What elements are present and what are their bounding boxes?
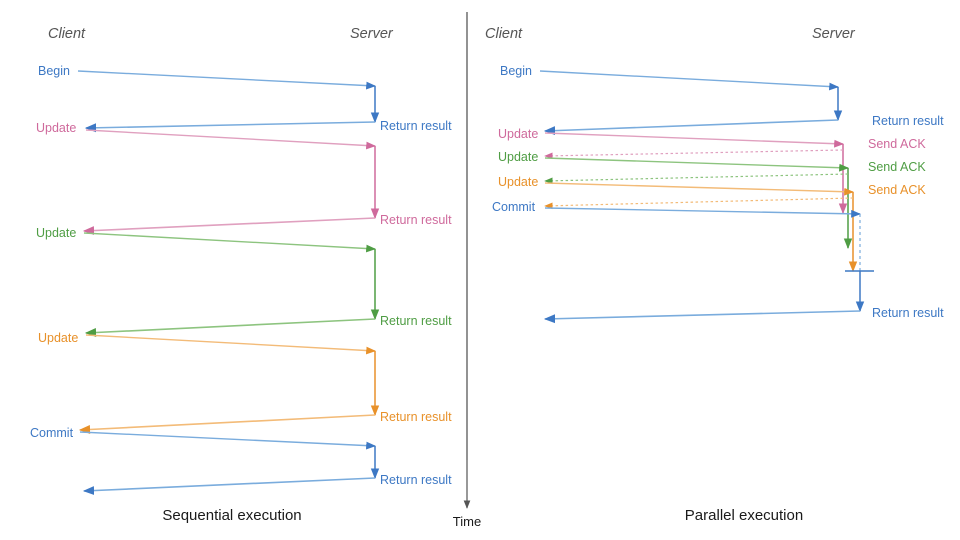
- panel-parallel-client-label-update-1: Update: [498, 127, 538, 141]
- panel-parallel-client-label-begin: Begin: [500, 64, 532, 78]
- panel-parallel-msg-update2-request: [544, 157, 849, 172]
- panel-parallel-msg-commit-reply: [543, 310, 861, 324]
- panel-sequential-msg-update3-reply: [78, 414, 376, 434]
- panel-parallel-server-label-ack-3: Send ACK: [868, 183, 926, 197]
- panel-sequential-msg-update3-request: [85, 334, 376, 355]
- panel-sequential-msg-begin-reply: [84, 121, 376, 133]
- panel-sequential-msg-commit-reply: [82, 477, 376, 496]
- panel-parallel-msg-commit-request: [544, 207, 861, 218]
- panel-parallel-msg-update3-request: [544, 182, 854, 196]
- time-axis-label: Time: [453, 514, 481, 529]
- panel-parallel-client-label-commit: Commit: [492, 200, 536, 214]
- panel-sequential-caption: Sequential execution: [162, 507, 301, 524]
- panel-sequential-msg-update2-reply: [84, 318, 376, 337]
- panel-sequential-server-label-return-1: Return result: [380, 119, 452, 133]
- panel-sequential-client-label-update-1: Update: [36, 121, 76, 135]
- panel-parallel-server-label-ack-2: Send ACK: [868, 160, 926, 174]
- panel-parallel-msg-ack1: [544, 149, 844, 160]
- panel-parallel-server-label-ack-1: Send ACK: [868, 137, 926, 151]
- panel-sequential-msg-commit-request: [79, 431, 376, 450]
- panel-sequential-client-label-update-3: Update: [38, 331, 78, 345]
- panel-sequential-client-label-update-2: Update: [36, 226, 76, 240]
- panel-sequential-server-label-return-5: Return result: [380, 473, 452, 487]
- panel-parallel-msg-ack3: [544, 197, 854, 210]
- panel-parallel-caption: Parallel execution: [685, 507, 803, 524]
- panel-sequential-server-label-return-2: Return result: [380, 213, 452, 227]
- panel-sequential-msg-begin-request: [77, 70, 376, 90]
- panel-sequential-client-header: Client: [48, 26, 86, 42]
- panel-parallel-client-label-update-3: Update: [498, 175, 538, 189]
- panel-parallel-client-header: Client: [485, 26, 523, 42]
- panel-sequential-msg-update1-request: [85, 129, 376, 150]
- panel-sequential-client-label-commit: Commit: [30, 426, 74, 440]
- panel-parallel-client-label-update-2: Update: [498, 150, 538, 164]
- panel-parallel-msg-begin-reply: [543, 119, 839, 136]
- panel-sequential-server-label-return-4: Return result: [380, 410, 452, 424]
- panel-parallel-server-label-return-2: Return result: [872, 306, 944, 320]
- panel-sequential-server-label-return-3: Return result: [380, 314, 452, 328]
- panel-sequential-server-header: Server: [350, 26, 394, 42]
- panel-sequential-msg-update1-reply: [82, 217, 376, 236]
- panel-parallel-server-label-return-1: Return result: [872, 114, 944, 128]
- panel-parallel-msg-update1-request: [544, 132, 844, 148]
- panel-parallel-server-header: Server: [812, 26, 856, 42]
- panel-parallel-msg-ack2: [544, 173, 849, 185]
- panel-sequential-client-label-begin: Begin: [38, 64, 70, 78]
- panel-sequential-msg-update2-request: [83, 232, 376, 253]
- panel-parallel-msg-begin-request: [539, 70, 839, 91]
